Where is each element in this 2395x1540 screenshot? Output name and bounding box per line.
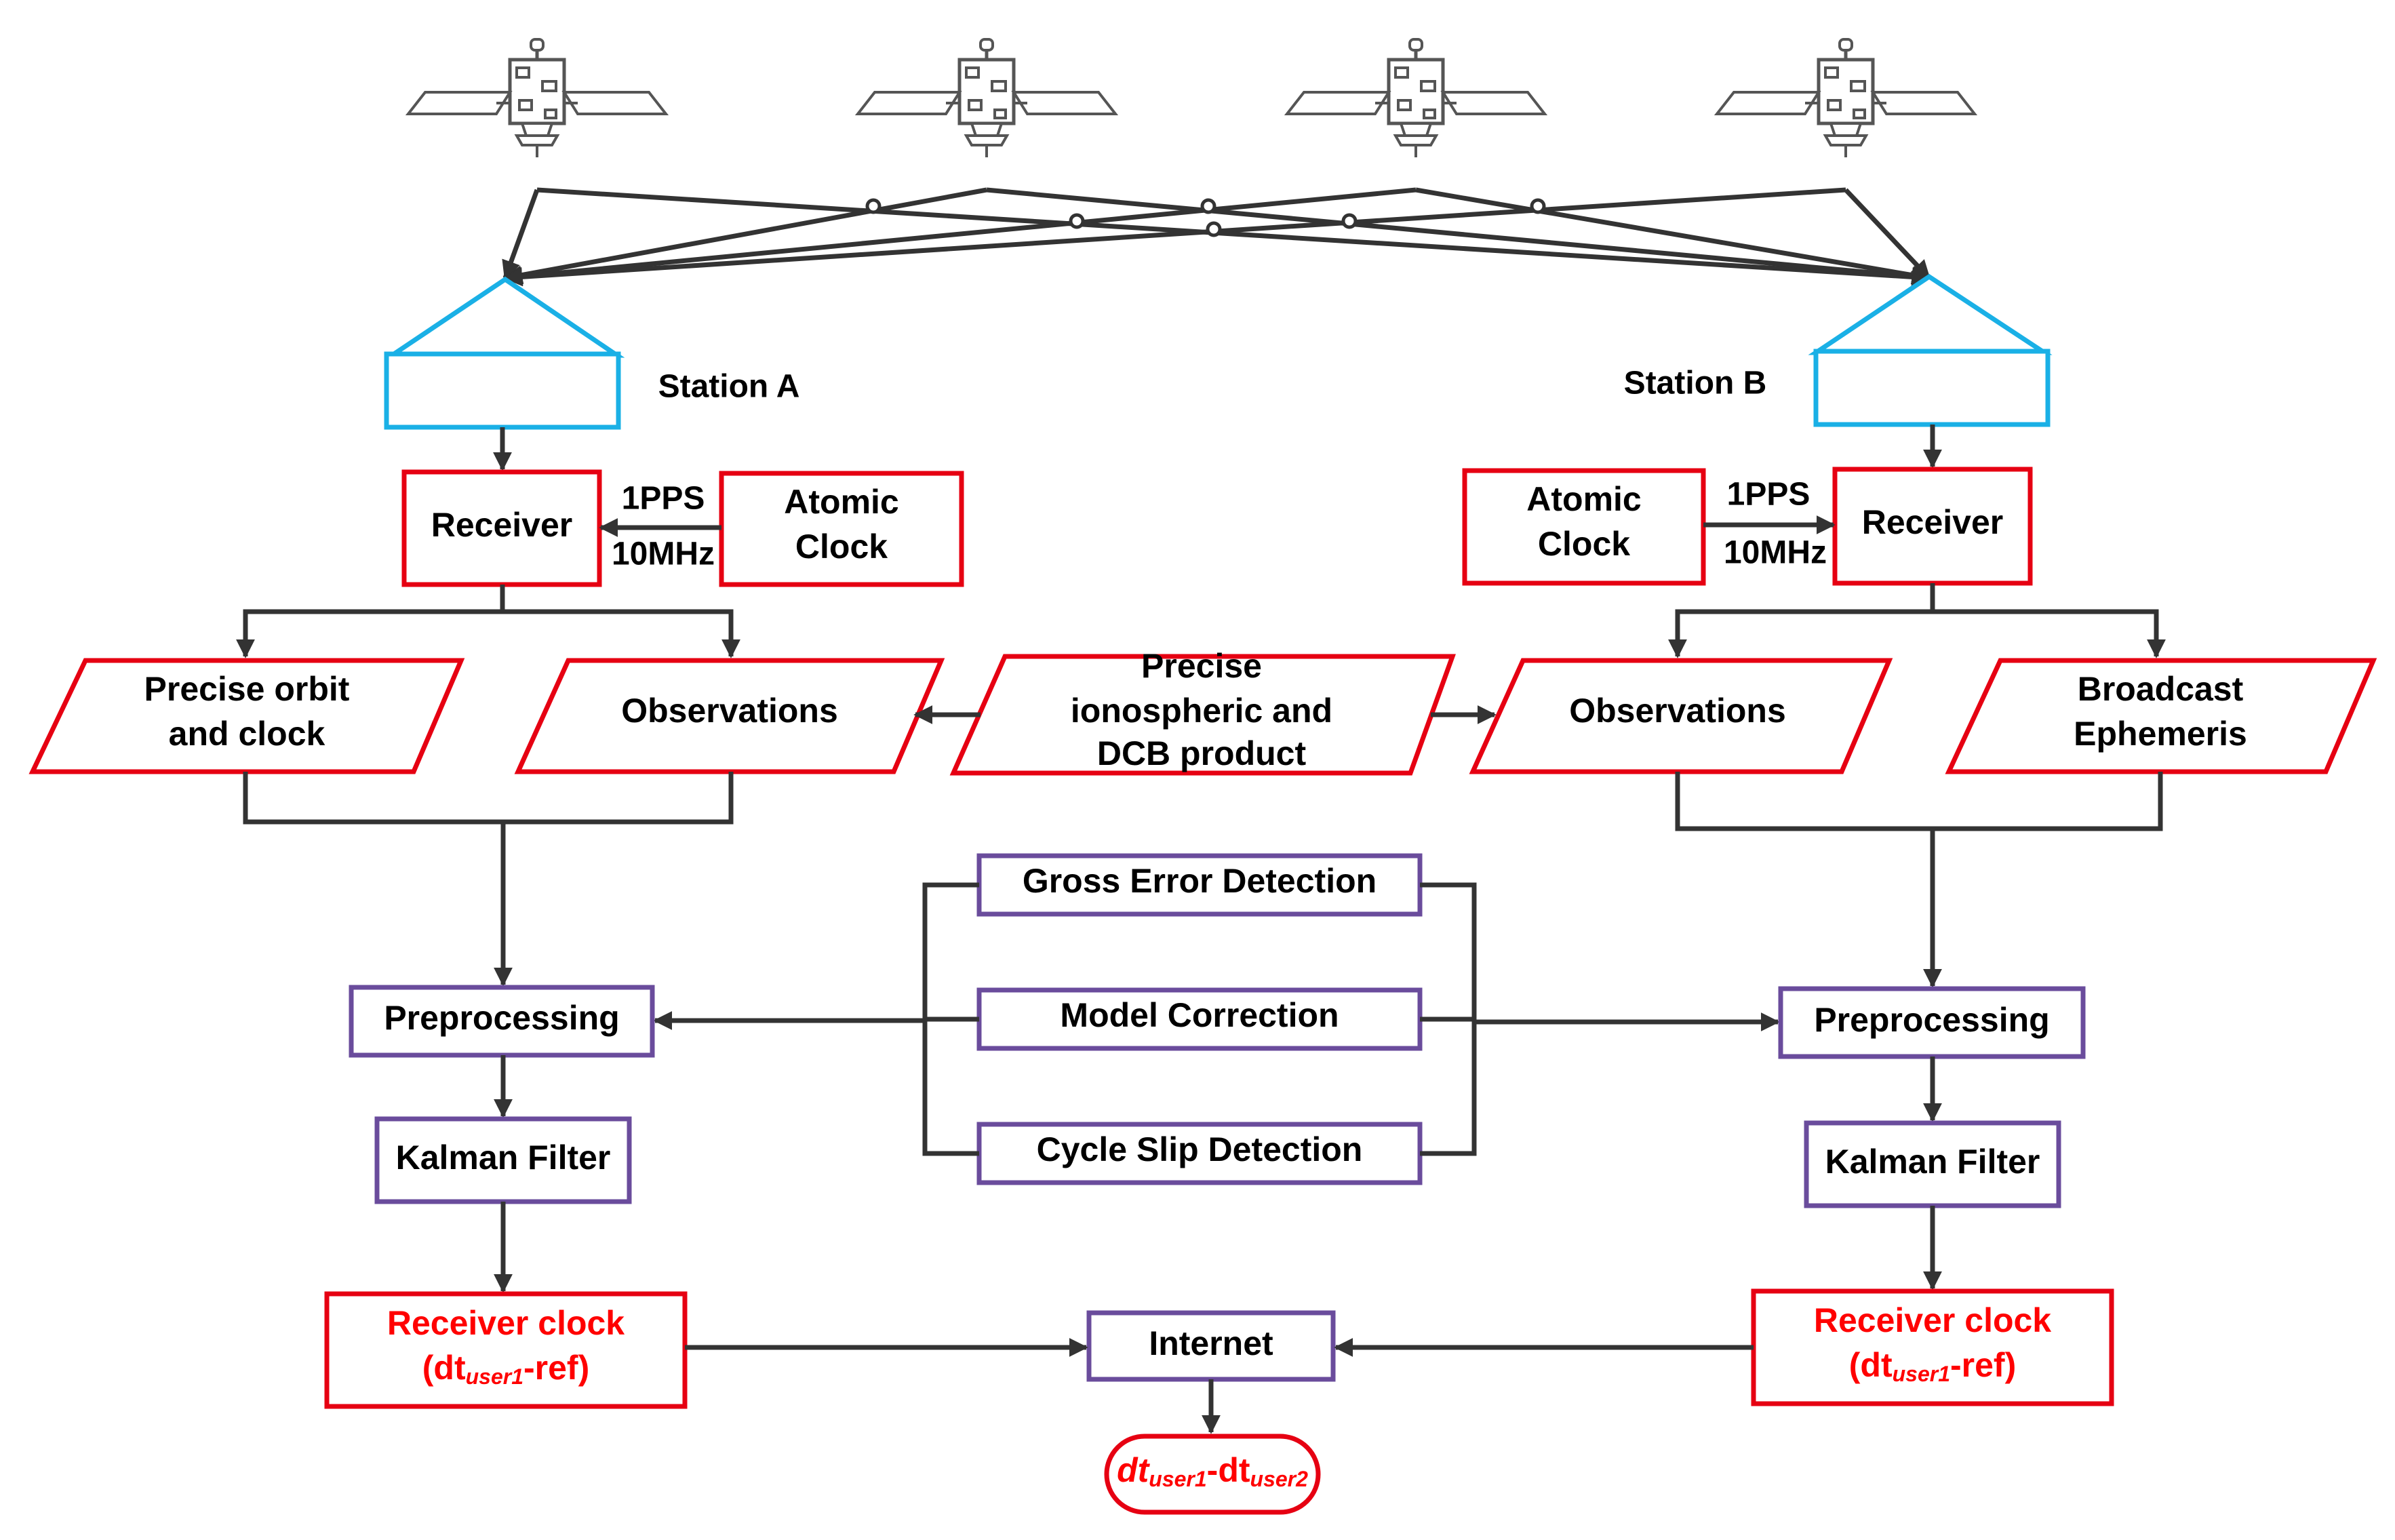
station-b-receiver-clock: Receiver clock (dtuser1-ref): [1751, 1288, 2114, 1406]
svg-text:Broadcast: Broadcast: [2078, 670, 2244, 708]
station-a-receiver-branch: [236, 585, 740, 658]
internet-box: Internet: [1086, 1310, 1336, 1382]
station-b-preprocessing: Preprocessing: [1778, 986, 2086, 1059]
svg-text:Ephemeris: Ephemeris: [2074, 715, 2247, 753]
station-b-label: Station B: [1624, 366, 1767, 401]
gross-error-detection-box: Gross Error Detection: [976, 853, 1423, 917]
station-b-observations-input: Observations: [1469, 658, 1893, 774]
station-a-antenna-icon: [384, 276, 625, 430]
svg-text:ionospheric and: ionospheric and: [1071, 692, 1332, 730]
broadcast-ephemeris-input: Broadcast Ephemeris: [1945, 658, 2377, 774]
station-a-observations-input: Observations: [514, 658, 945, 774]
station-a-kalman-filter: Kalman Filter: [374, 1116, 632, 1204]
svg-text:(dtuser1-ref): (dtuser1-ref): [1849, 1346, 2016, 1386]
station-b-antenna-icon: [1808, 273, 2053, 427]
svg-text:Preprocessing: Preprocessing: [384, 999, 619, 1037]
station-b-atomic-clock: Atomic Clock: [1462, 468, 1706, 586]
svg-text:Precise: Precise: [1141, 647, 1262, 685]
svg-text:Internet: Internet: [1149, 1324, 1273, 1362]
svg-text:DCB product: DCB product: [1097, 734, 1307, 772]
svg-text:Receiver: Receiver: [1862, 503, 2004, 541]
station-a-1pps-label: 1PPS: [622, 481, 705, 517]
svg-text:Atomic: Atomic: [784, 483, 898, 521]
svg-text:Receiver clock: Receiver clock: [1814, 1301, 2051, 1339]
svg-text:Receiver: Receiver: [431, 506, 573, 544]
station-a-label: Station A: [658, 369, 800, 405]
satellite-3-icon: [1287, 39, 1545, 157]
central-module-connectors: [653, 882, 1780, 1156]
model-correction-box: Model Correction: [976, 987, 1423, 1051]
svg-text:Kalman Filter: Kalman Filter: [396, 1139, 611, 1177]
svg-text:Clock: Clock: [795, 528, 888, 566]
svg-text:(dtuser1-ref): (dtuser1-ref): [422, 1349, 589, 1389]
svg-text:Gross Error Detection: Gross Error Detection: [1023, 862, 1377, 900]
svg-text:and clock: and clock: [169, 715, 325, 753]
svg-text:Observations: Observations: [621, 692, 838, 730]
svg-text:Clock: Clock: [1538, 525, 1630, 563]
svg-text:Atomic: Atomic: [1526, 480, 1641, 518]
satellite-1-icon: [408, 39, 666, 157]
svg-text:Preprocessing: Preprocessing: [1814, 1001, 2049, 1039]
satellite-4-icon: [1717, 39, 1975, 157]
station-a-10mhz-label: 10MHz: [612, 536, 715, 572]
station-b-kalman-filter: Kalman Filter: [1804, 1120, 2061, 1208]
satellite-signal-links: [502, 187, 1931, 287]
svg-text:Kalman Filter: Kalman Filter: [1825, 1143, 2040, 1181]
svg-text:Cycle Slip Detection: Cycle Slip Detection: [1037, 1130, 1363, 1168]
precise-orbit-and-clock-input: Precise orbit and clock: [28, 658, 465, 774]
satellite-2-icon: [858, 39, 1115, 157]
cycle-slip-detection-box: Cycle Slip Detection: [976, 1122, 1423, 1185]
station-b-1pps-label: 1PPS: [1727, 477, 1810, 513]
svg-text:Precise orbit: Precise orbit: [144, 670, 350, 708]
svg-text:Receiver clock: Receiver clock: [387, 1304, 625, 1342]
station-a-preprocessing: Preprocessing: [349, 985, 655, 1058]
svg-text:Observations: Observations: [1569, 692, 1786, 730]
station-a-receiver-clock: Receiver clock (dtuser1-ref): [324, 1291, 688, 1409]
station-a-merge-connector: [243, 772, 734, 987]
svg-text:dtuser1-dtuser2: dtuser1-dtuser2: [1117, 1451, 1308, 1491]
svg-text:Model Correction: Model Correction: [1060, 996, 1339, 1034]
station-b-merge-connector: [1675, 772, 2163, 988]
station-b-receiver: Receiver: [1832, 467, 2033, 586]
station-b-10mhz-label: 10MHz: [1724, 535, 1827, 571]
station-a-receiver: Receiver: [401, 469, 602, 587]
ionospheric-dcb-product-input: Precise ionospheric and DCB product: [949, 647, 1456, 776]
clock-difference-result: dtuser1-dtuser2: [1104, 1434, 1321, 1515]
station-a-atomic-clock: Atomic Clock: [719, 471, 964, 587]
station-b-receiver-branch: [1668, 583, 2166, 658]
